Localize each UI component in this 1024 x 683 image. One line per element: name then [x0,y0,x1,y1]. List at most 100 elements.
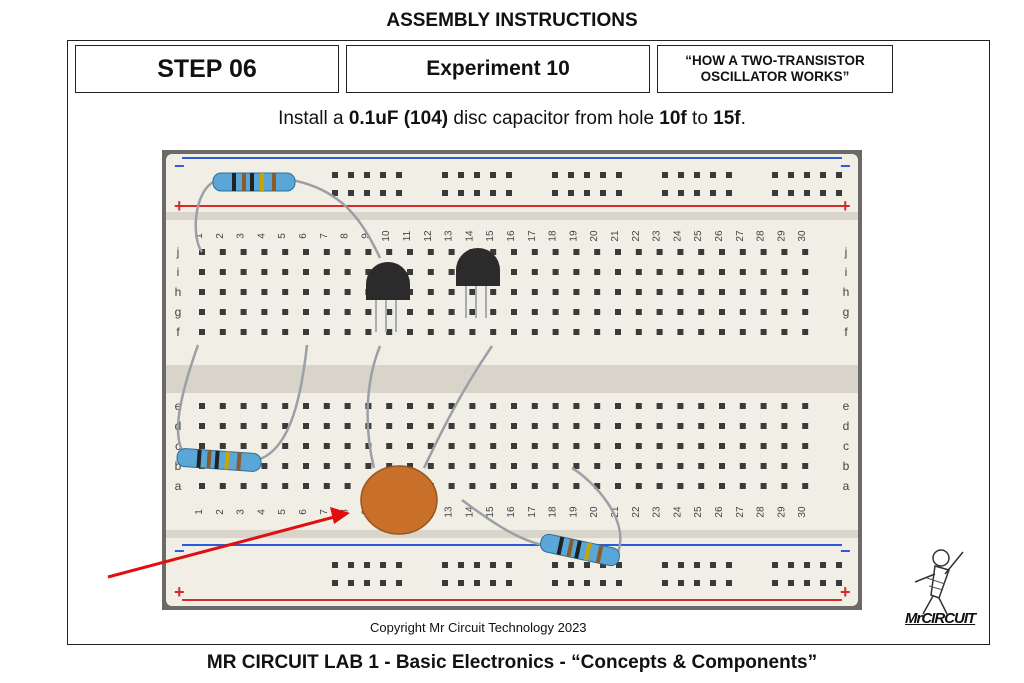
breadboard-hole [240,403,247,409]
column-number: 26 [714,506,725,518]
breadboard-hole [490,289,497,295]
breadboard-hole [635,289,642,295]
breadboard-hole [511,269,517,275]
breadboard-hole [219,403,226,409]
column-number: 24 [672,230,683,242]
breadboard-hole [199,423,205,429]
breadboard-hole [615,309,621,315]
breadboard-hole [594,443,601,449]
rail-hole [458,172,464,178]
breadboard-hole [219,329,226,335]
column-number: 11 [402,230,413,241]
column-number: 15 [485,506,496,518]
breadboard-hole [531,249,538,255]
rail-hole [710,580,716,586]
column-number: 7 [319,233,330,239]
breadboard-hole [199,329,205,335]
breadboard-hole [760,269,767,275]
column-number: 5 [277,233,288,239]
breadboard-hole [344,289,351,295]
breadboard-hole [698,269,705,275]
breadboard-hole [365,269,372,275]
rail-hole [710,190,716,196]
breadboard-hole [490,249,497,255]
breadboard-hole [344,269,351,275]
rail-hole [364,190,370,196]
breadboard-hole [448,249,455,255]
breadboard-hole [261,249,268,255]
rail-hole [490,580,496,586]
breadboard-hole [240,443,247,449]
breadboard-hole [760,309,767,315]
subtitle-line-1: “HOW A TWO-TRANSISTOR [685,53,865,68]
breadboard-hole [615,289,621,295]
breadboard-hole [407,423,413,429]
rail-hole [474,190,480,196]
row-letter: d [843,419,850,433]
rail-hole [380,580,386,586]
breadboard-hole [199,443,205,449]
rail-hole [396,580,402,586]
rail-hole [836,580,842,586]
instr-hole-to: 15f [713,108,741,129]
breadboard-hole [594,423,601,429]
instr-hole-from: 10f [659,108,687,129]
rail-hole [442,172,448,178]
rail-hole [552,562,558,568]
rail-hole [442,580,448,586]
breadboard-hole [698,249,705,255]
breadboard-hole [739,289,746,295]
breadboard-hole [573,483,580,489]
breadboard-hole [531,463,538,469]
breadboard-hole [719,289,725,295]
column-number: 8 [340,509,351,515]
breadboard-hole [303,289,309,295]
resistor-left [176,448,262,472]
breadboard-hole [219,289,226,295]
breadboard-hole [219,249,226,255]
rail-hole [584,562,590,568]
rail-hole [804,190,810,196]
breadboard-hole [698,483,705,489]
rail-sign-0: − [174,156,185,176]
breadboard-hole [448,443,455,449]
breadboard-hole [739,463,746,469]
rail-hole [678,562,684,568]
row-letter: b [175,459,182,473]
breadboard-hole [760,443,767,449]
breadboard-hole [323,403,330,409]
breadboard-hole [219,443,226,449]
rail-hole [332,172,338,178]
breadboard-hole [469,463,476,469]
rail-hole [616,562,622,568]
rail-hole [442,562,448,568]
rail-hole [348,562,354,568]
breadboard-hole [656,269,663,275]
breadboard-hole [386,403,393,409]
rail-hole [678,190,684,196]
disc-capacitor [360,465,438,535]
column-number: 26 [714,230,725,242]
breadboard-hole [677,249,684,255]
breadboard-hole [365,309,372,315]
rail-hole [490,172,496,178]
column-number: 14 [464,506,475,518]
breadboard-hole [240,309,247,315]
column-number: 4 [256,509,267,515]
column-number: 25 [693,506,704,518]
breadboard-hole [760,463,767,469]
breadboard-hole [760,403,767,409]
breadboard-hole [531,483,538,489]
breadboard-hole [781,269,788,275]
rail-hole [788,172,794,178]
breadboard-hole [407,309,413,315]
breadboard-hole [427,463,434,469]
breadboard-hole [323,269,330,275]
breadboard-hole [781,403,788,409]
rail-hole [726,172,732,178]
breadboard-hole [261,289,268,295]
breadboard-hole [719,269,725,275]
mr-circuit-logo: MrCIRCUIT [905,610,976,627]
rail-hole [726,190,732,196]
breadboard-hole [427,269,434,275]
